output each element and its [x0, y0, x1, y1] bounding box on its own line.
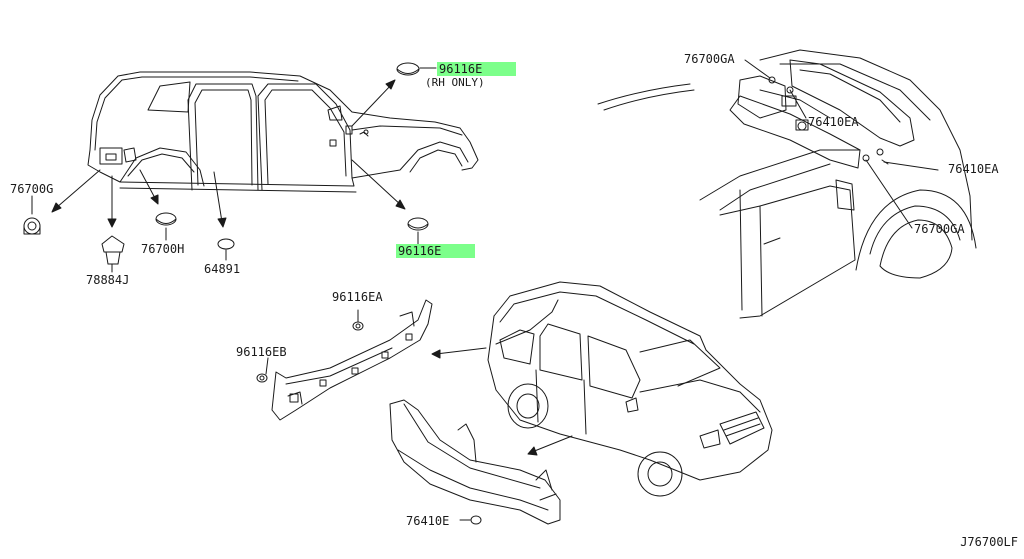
vehicle-overview — [488, 282, 772, 496]
part-label-64891[interactable]: 64891 — [204, 262, 241, 276]
part-label-76700ga-bottom[interactable]: 76700GA — [914, 222, 965, 236]
part-label-76410ea-right[interactable]: 76410EA — [948, 162, 999, 176]
part-label-76700ga-top[interactable]: 76700GA — [684, 52, 735, 66]
small-fastener-parts — [24, 63, 436, 272]
rear-body-view — [598, 50, 976, 318]
part-label-96116ea[interactable]: 96116EA — [332, 290, 383, 304]
part-label-76410ea-mid[interactable]: 76410EA — [808, 115, 859, 129]
diagram-reference-code: J76700LF — [960, 535, 1018, 549]
part-label-96116e-top[interactable]: 96116E — [437, 62, 517, 76]
part-label-96116e-bottom[interactable]: 96116E — [396, 244, 476, 258]
part-label-96116eb[interactable]: 96116EB — [236, 345, 287, 359]
inner-sill-panel — [257, 300, 432, 420]
outer-sill-panel — [390, 400, 560, 524]
part-label-78884j[interactable]: 78884J — [86, 273, 130, 287]
part-note-rh-only: (RH ONLY) — [425, 76, 485, 89]
sill-arrows — [432, 348, 572, 455]
part-label-76410e[interactable]: 76410E — [406, 514, 450, 528]
part-number-96116e-top: 96116E — [437, 62, 517, 76]
part-number-96116e-bottom: 96116E — [396, 244, 476, 258]
part-label-76700g[interactable]: 76700G — [10, 182, 54, 196]
body-frame-arrows — [52, 80, 405, 227]
part-label-76700h[interactable]: 76700H — [141, 242, 185, 256]
body-side-frame — [88, 72, 478, 192]
